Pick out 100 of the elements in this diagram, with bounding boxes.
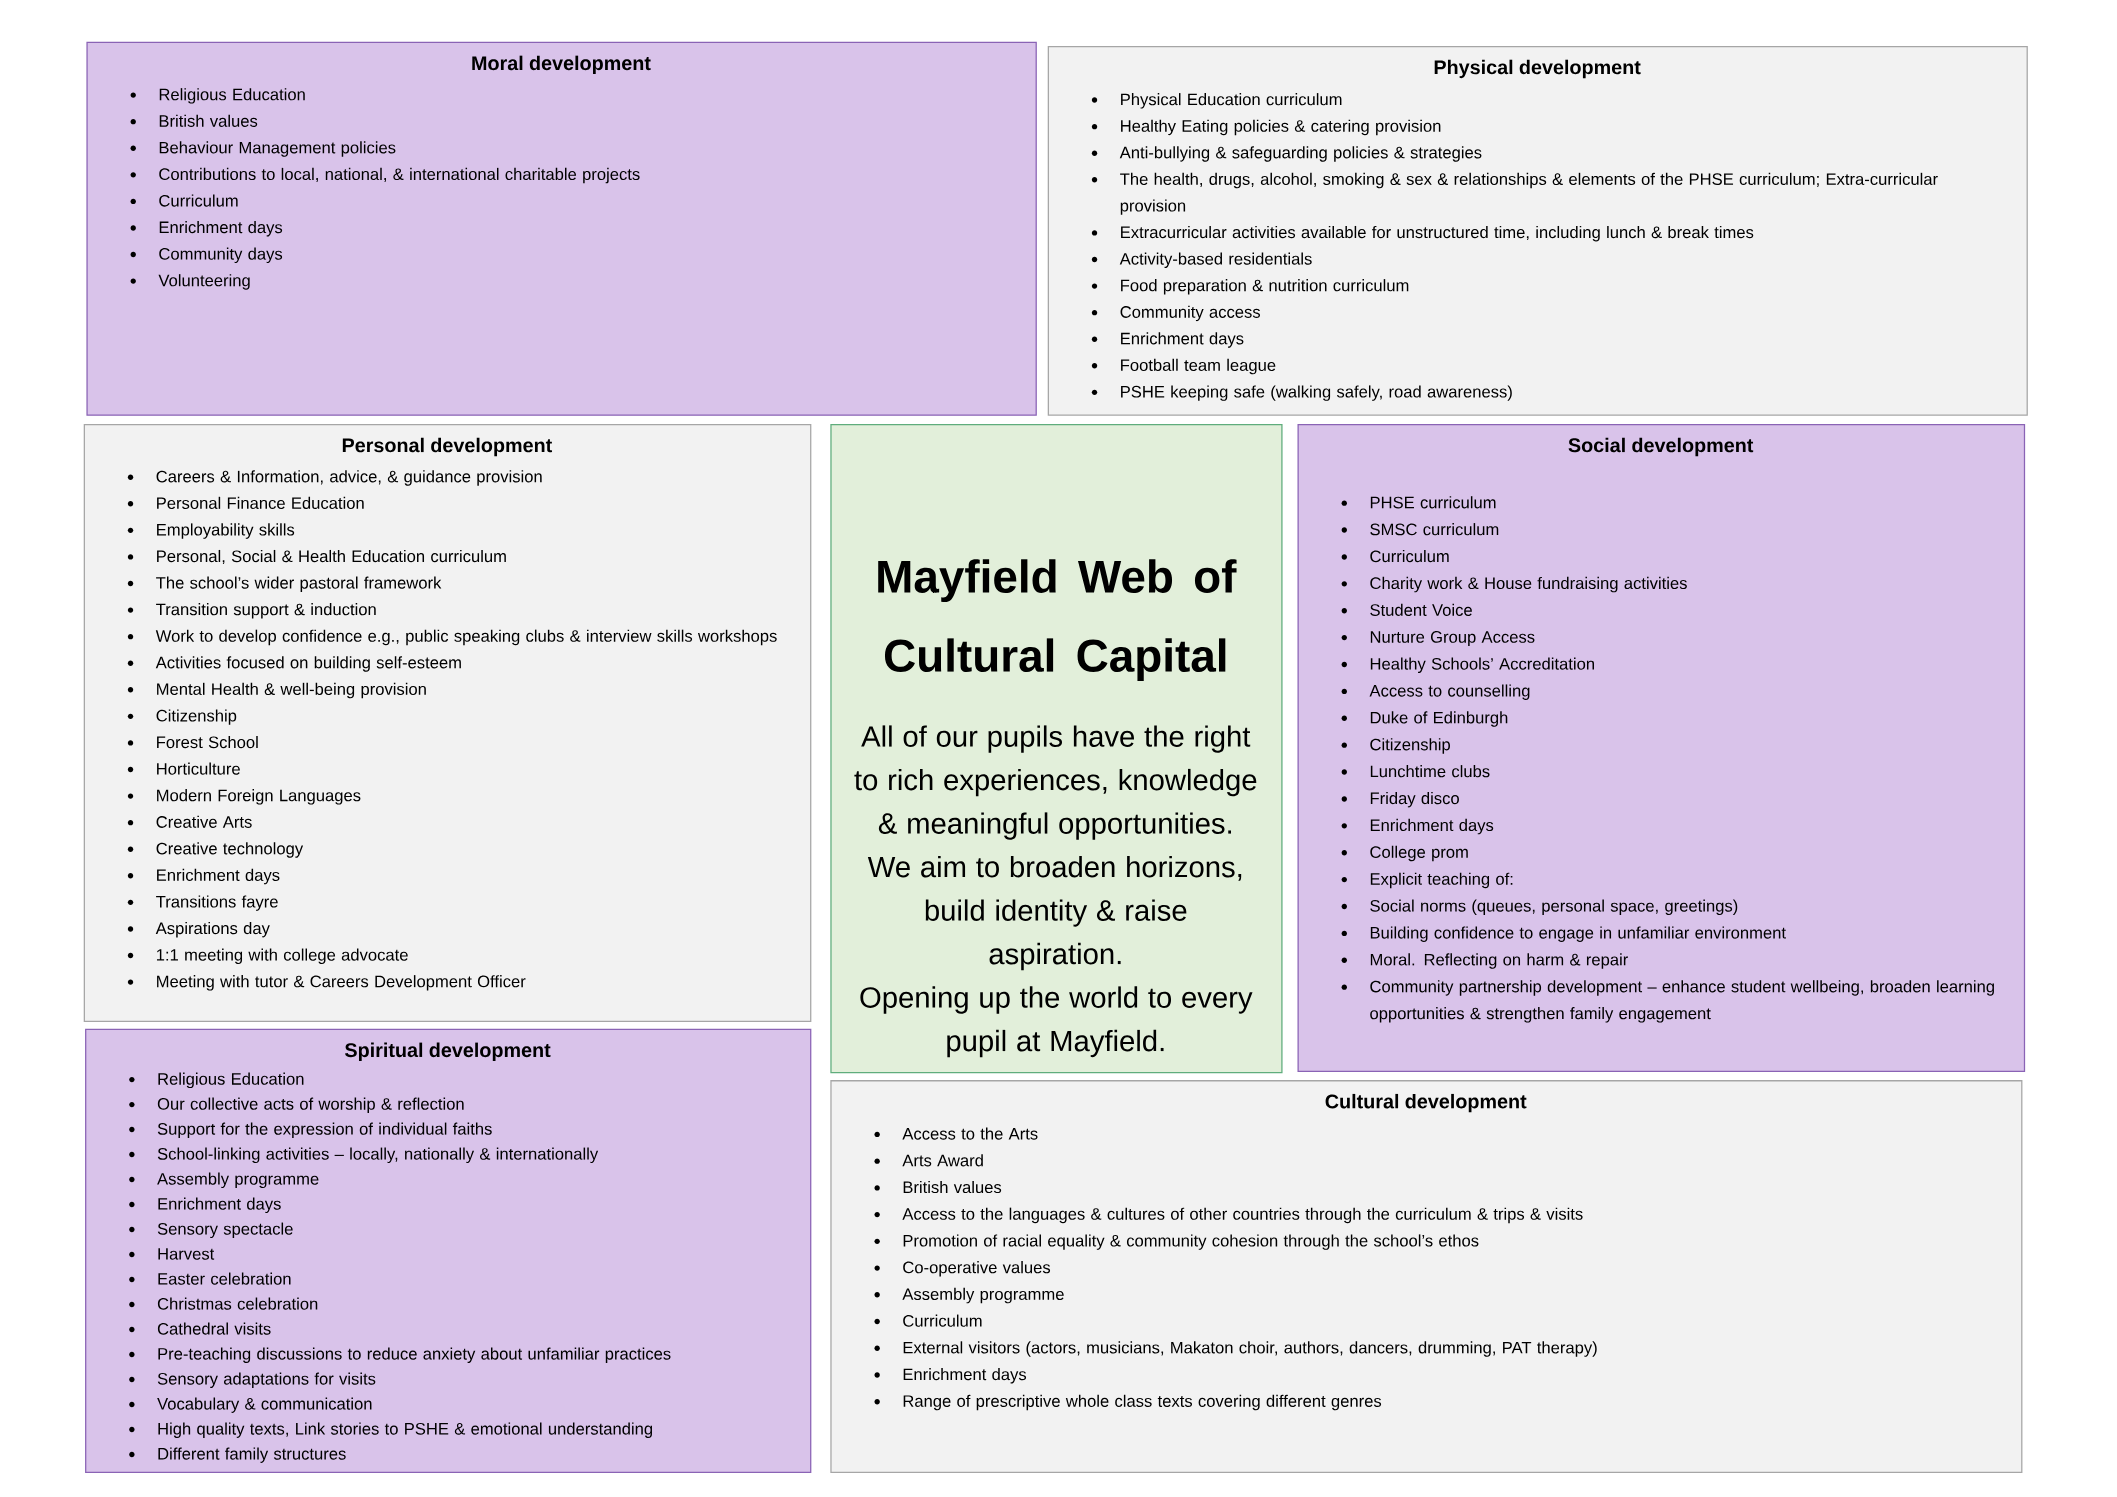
bullet-item: Meeting with tutor & Careers Development Officer bbox=[157, 974, 526, 991]
info-box bbox=[86, 41, 1037, 416]
bullet-item: Football team league bbox=[1121, 358, 1276, 375]
bullet-item: Nurture Group Access bbox=[1370, 630, 1535, 646]
title: Mayfield Web of Cultural Capital bbox=[878, 559, 1237, 681]
bullet-item: Student Voice bbox=[1370, 603, 1472, 616]
bullet-item: Personal, Social & Health Education curriculum bbox=[157, 549, 506, 564]
bullet-item: Volunteering bbox=[158, 274, 250, 290]
bullet-item: Modern Foreign Languages bbox=[157, 788, 361, 805]
bullet-item: PHSE curriculum bbox=[1370, 496, 1496, 509]
bullet-item: Different family structures bbox=[158, 1447, 346, 1463]
bullet-item: Moral. Reflecting on harm & repair bbox=[1370, 953, 1628, 969]
bullet-item: Enrichment days bbox=[157, 868, 280, 885]
bullet-item: Enrichment days bbox=[1121, 332, 1244, 348]
bullet-item: School-linking activities – locally, nationally & internationally bbox=[157, 1147, 599, 1163]
bullet-item: Easter celebration bbox=[158, 1272, 291, 1285]
bullet-item: Explicit teaching of: bbox=[1370, 872, 1513, 888]
bullet-item: Mental Health & well-being provision bbox=[157, 682, 426, 699]
bullet-item: Support for the expression of individual faiths bbox=[157, 1122, 492, 1138]
info-box bbox=[830, 1079, 2023, 1473]
bullet-item: Transitions fayre bbox=[156, 895, 278, 911]
bullet-item: Contributions to local, national, & international charitable projects bbox=[159, 167, 640, 184]
bullet-item: Anti-bullying & safeguarding policies & strategies bbox=[1119, 146, 1482, 162]
bullet-item: Healthy Schools’ Accreditation bbox=[1370, 657, 1594, 673]
bullet-item: Curriculum bbox=[159, 194, 238, 207]
info-box bbox=[83, 423, 812, 1022]
bullet-item: Enrichment days bbox=[1370, 818, 1494, 835]
bullet-item: Social norms (queues, personal space, greetings) bbox=[1370, 899, 1738, 915]
bullet-item: Extracurricular activities available for unstructured time, including lunch & break times bbox=[1121, 225, 1754, 242]
bullet-item: Assembly programme bbox=[157, 1172, 319, 1188]
bullet-item: Harvest bbox=[158, 1248, 215, 1260]
bullet-item: British values bbox=[159, 114, 258, 127]
bullet-item: PSHE keeping safe (walking safely, road awareness) bbox=[1121, 385, 1512, 401]
body-text: Opening up the world to every pupil at Mayfield. bbox=[860, 986, 1253, 1057]
bullet-item: Community partnership development – enhance student wellbeing, broaden learning opportunities & strengthen family engagement bbox=[1370, 980, 1994, 1023]
bullet-item: Creative Arts bbox=[156, 815, 252, 828]
bullet-item: Citizenship bbox=[156, 709, 237, 725]
bullet-item: Aspirations day bbox=[155, 921, 270, 938]
bullet-item: Promotion of racial equality & community cohesion through the school’s ethos bbox=[903, 1234, 1479, 1250]
info-box bbox=[1047, 45, 2028, 416]
bullet-item: Food preparation & nutrition curriculum bbox=[1121, 278, 1409, 295]
bullet-item: Curriculum bbox=[1370, 549, 1449, 563]
info-box bbox=[85, 1028, 812, 1473]
bullet-item: Our collective acts of worship & reflection bbox=[157, 1097, 464, 1113]
bullet-item: Access to the languages & cultures of other countries through the curriculum & trips & visits bbox=[902, 1207, 1583, 1223]
bullet-item: Enrichment days bbox=[903, 1367, 1027, 1384]
bullet-item: Activity-based residentials bbox=[1119, 252, 1312, 268]
info-box bbox=[1297, 423, 2026, 1072]
bullet-item: 1:1 meeting with college advocate bbox=[157, 948, 408, 964]
section-heading: Social development bbox=[1568, 437, 1754, 457]
bullet-item: Community days bbox=[159, 247, 283, 263]
bullet-item: Employability skills bbox=[157, 523, 295, 539]
bullet-item: Activities focused on building self-esteem bbox=[155, 656, 461, 672]
bullet-item: Forest School bbox=[157, 735, 258, 748]
bullet-item: Religious Education bbox=[158, 1072, 304, 1088]
bullet-item: Careers & Information, advice, & guidance provision bbox=[156, 470, 542, 486]
bullet-item: Enrichment days bbox=[159, 220, 283, 237]
bullet-item: Range of prescriptive whole class texts covering different genres bbox=[903, 1394, 1382, 1411]
bullet-item: Sensory adaptations for visits bbox=[157, 1372, 376, 1388]
bullet-item: Physical Education curriculum bbox=[1121, 92, 1342, 109]
bullet-item: Access to the Arts bbox=[902, 1127, 1038, 1140]
bullet-item: Arts Award bbox=[902, 1154, 983, 1167]
bullet-item: Work to develop confidence e.g., public speaking clubs & interview skills workshops bbox=[155, 629, 777, 645]
bullet-item: Enrichment days bbox=[158, 1197, 281, 1213]
bullet-item: The health, drugs, alcohol, smoking & sex & relationships & elements of the PHSE curriculum; Extra-curricular provision bbox=[1120, 172, 1938, 215]
bullet-item: Creative technology bbox=[156, 842, 304, 858]
bullet-item: The school’s wider pastoral framework bbox=[156, 576, 442, 592]
bullet-item: Pre-teaching discussions to reduce anxiety about unfamiliar practices bbox=[158, 1347, 671, 1363]
bullet-item: Duke of Edinburgh bbox=[1370, 711, 1508, 727]
bullet-item: Religious Education bbox=[159, 88, 305, 104]
bullet-item: Sensory spectacle bbox=[157, 1222, 293, 1238]
bullet-item: Behaviour Management policies bbox=[159, 141, 396, 157]
section-heading: Spiritual development bbox=[345, 1042, 551, 1061]
section-heading: Physical development bbox=[1434, 59, 1641, 78]
bullet-item: SMSC curriculum bbox=[1370, 522, 1499, 536]
bullet-item: Christmas celebration bbox=[157, 1297, 318, 1310]
bullet-item: Charity work & House fundraising activities bbox=[1370, 576, 1687, 593]
bullet-item: British values bbox=[903, 1180, 1002, 1193]
bullet-item: External visitors (actors, musicians, Makaton choir, authors, dancers, drumming, PAT therapy) bbox=[903, 1341, 1597, 1357]
bullet-item: Citizenship bbox=[1370, 738, 1450, 754]
bullet-item: Transition support & induction bbox=[156, 602, 376, 619]
bullet-item: College prom bbox=[1370, 845, 1468, 862]
title-box bbox=[830, 423, 1283, 1074]
bullet-item: Personal Finance Education bbox=[157, 496, 364, 509]
body-text: All of our pupils have the right to rich experiences, knowledge & meaningful opportunities. We aim to broaden horizons, build identity & raise aspiration. bbox=[854, 725, 1257, 970]
bullet-item: Assembly programme bbox=[902, 1287, 1064, 1304]
section-heading: Cultural development bbox=[1325, 1093, 1527, 1113]
bullet-item: Cathedral visits bbox=[157, 1322, 271, 1335]
bullet-item: Lunchtime clubs bbox=[1370, 764, 1490, 778]
bullet-item: Friday disco bbox=[1370, 791, 1459, 808]
bullet-item: Community access bbox=[1120, 305, 1260, 321]
bullet-item: Vocabulary & communication bbox=[157, 1397, 372, 1413]
section-heading: Moral development bbox=[472, 55, 651, 74]
bullet-item: Co-operative values bbox=[903, 1260, 1051, 1277]
bullet-item: Access to counselling bbox=[1369, 684, 1530, 700]
bullet-item: Curriculum bbox=[903, 1314, 982, 1327]
bullet-item: High quality texts, Link stories to PSHE & emotional understanding bbox=[158, 1422, 653, 1438]
bullet-item: Healthy Eating policies & catering provision bbox=[1121, 119, 1441, 135]
section-heading: Personal development bbox=[342, 437, 552, 457]
bullet-item: Horticulture bbox=[157, 762, 240, 775]
